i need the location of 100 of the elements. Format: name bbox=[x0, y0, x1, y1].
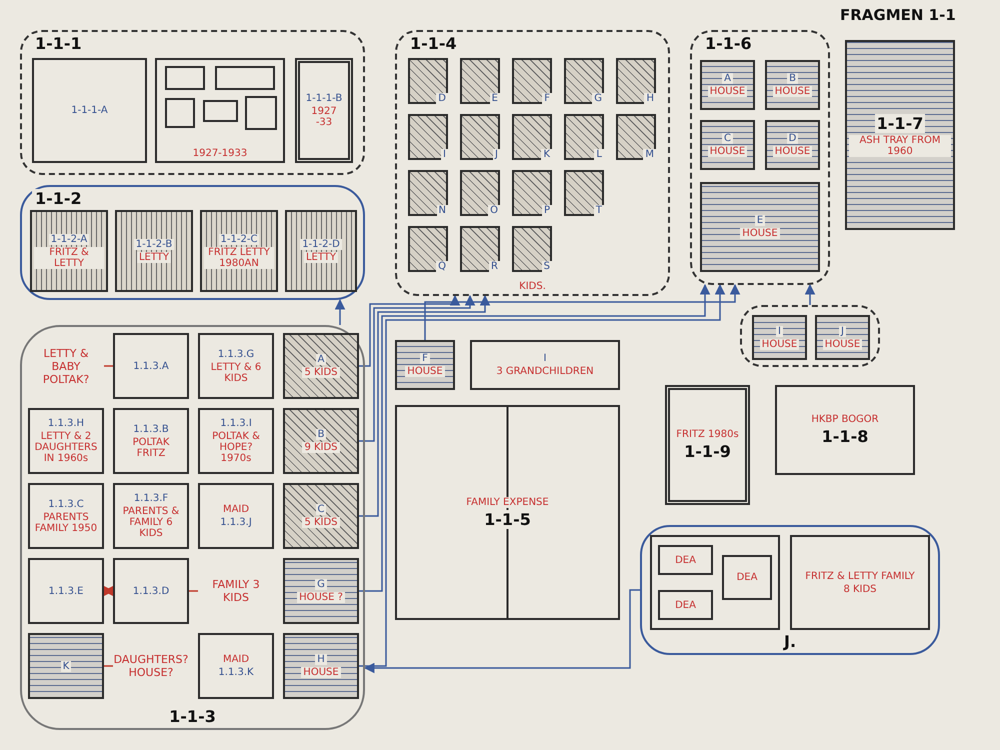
lined-plot-box bbox=[815, 315, 870, 360]
plot-note: HOUSE bbox=[740, 228, 780, 239]
leader-line bbox=[104, 665, 113, 667]
dashed-zone-outline bbox=[740, 305, 880, 367]
plot-code: O bbox=[488, 205, 500, 216]
plot-code: T bbox=[594, 205, 604, 216]
plot-code: R bbox=[489, 261, 500, 272]
empty-plot-box bbox=[215, 66, 275, 90]
plot-code: J bbox=[493, 149, 500, 160]
lined-plot-box bbox=[845, 40, 955, 230]
empty-plot-box bbox=[650, 535, 780, 630]
lined-plot-box bbox=[28, 633, 104, 699]
hatched-plot-box bbox=[408, 226, 448, 272]
plot-note: 5 KIDS bbox=[302, 367, 340, 378]
plot-code: G bbox=[592, 93, 604, 104]
hatched-plot-box bbox=[408, 170, 448, 216]
arrow bbox=[359, 284, 710, 592]
hatched-plot-box bbox=[283, 483, 359, 549]
lined-plot-box bbox=[752, 315, 807, 360]
empty-plot-box bbox=[203, 100, 238, 122]
plot-box bbox=[155, 58, 285, 163]
plot-box bbox=[775, 385, 915, 475]
plot-note: HOUSE bbox=[772, 86, 812, 97]
plot-title: 1-1-7 bbox=[874, 114, 926, 132]
plot-note: MAID bbox=[220, 504, 252, 515]
hatched-plot-box bbox=[460, 170, 500, 216]
plot-code: 1-1-1-A bbox=[69, 105, 110, 116]
hatched-plot-box bbox=[460, 58, 500, 104]
plot-code: 1.1.3.A bbox=[131, 360, 171, 372]
plot-note: DEA bbox=[673, 554, 698, 566]
plot-box bbox=[113, 558, 189, 624]
plot-code: L bbox=[594, 149, 604, 160]
plot-code: 1.1.3.D bbox=[130, 586, 172, 596]
plot-box bbox=[790, 535, 930, 630]
hatched-plot-box bbox=[616, 58, 656, 104]
striped-plot-box bbox=[285, 210, 357, 292]
plot-code: I bbox=[776, 326, 783, 336]
empty-plot-box bbox=[165, 98, 195, 128]
plot-note: DEA bbox=[734, 572, 760, 583]
plot-note: 3 GRANDCHILDREN bbox=[494, 366, 596, 377]
plot-code: I bbox=[542, 353, 548, 364]
hatched-plot-box bbox=[460, 114, 500, 160]
plot-box bbox=[28, 408, 104, 474]
plot-code: J bbox=[839, 326, 846, 336]
hatched-plot-box bbox=[283, 408, 359, 474]
plot-code: E bbox=[754, 215, 766, 226]
plot-note: FRITZ 1980s bbox=[674, 429, 741, 440]
plot-code: 1-1-2-B bbox=[134, 239, 174, 250]
plot-code: D bbox=[786, 133, 798, 144]
plot-code: A bbox=[722, 73, 733, 84]
plot-code: H bbox=[644, 93, 656, 104]
lined-plot-box bbox=[283, 633, 359, 699]
plot-note: HOUSE bbox=[822, 338, 862, 350]
hatched-plot-box bbox=[564, 58, 604, 104]
zone-outline bbox=[20, 325, 365, 730]
plot-note: FRITZ & LETTY FAMILY bbox=[803, 570, 917, 582]
handwritten-note: FAMILY 3 KIDS bbox=[198, 558, 274, 624]
plot-note: HKBP BOGOR bbox=[809, 414, 881, 425]
plot-code: F bbox=[420, 353, 430, 364]
plot-box bbox=[113, 333, 189, 399]
empty-plot-box bbox=[245, 96, 277, 130]
arrow bbox=[359, 294, 460, 367]
arrow bbox=[804, 284, 816, 305]
double-framed-box bbox=[295, 58, 353, 163]
plot-box bbox=[470, 340, 620, 390]
plot-box bbox=[28, 483, 104, 549]
plot-note: FAMILY EXPENSE bbox=[464, 496, 551, 508]
plot-code: 1.1.3.I bbox=[218, 418, 254, 429]
arrow bbox=[359, 294, 476, 442]
arrow bbox=[359, 294, 490, 517]
plot-code: I bbox=[441, 149, 448, 160]
plot-code: D bbox=[436, 93, 448, 104]
plot-note: MAID bbox=[220, 654, 252, 665]
page-title: FRAGMEN 1-1 bbox=[840, 6, 956, 24]
plot-box bbox=[32, 58, 147, 163]
striped-plot-box bbox=[30, 210, 108, 292]
lined-plot-box bbox=[765, 60, 820, 110]
lined-plot-box bbox=[700, 60, 755, 110]
plot-box bbox=[113, 408, 189, 474]
plot-code: E bbox=[490, 93, 500, 104]
dashed-zone-outline bbox=[690, 30, 830, 285]
plot-code: G bbox=[315, 579, 327, 590]
plot-code: 1.1.3.J bbox=[218, 517, 254, 528]
plot-code: 1.1.3.K bbox=[216, 667, 256, 678]
split-plot-box bbox=[395, 405, 620, 620]
hatched-plot-box bbox=[564, 170, 604, 216]
plot-code: C bbox=[316, 504, 326, 515]
double-framed-box bbox=[665, 385, 750, 505]
plot-code: M bbox=[643, 149, 656, 160]
plot-code: B bbox=[787, 73, 798, 84]
plot-note: HOUSE bbox=[708, 86, 748, 97]
dashed-zone-outline bbox=[20, 30, 365, 175]
leader-line bbox=[104, 365, 113, 367]
plot-code: Q bbox=[436, 261, 448, 272]
hatched-plot-box bbox=[408, 114, 448, 160]
hatched-plot-box bbox=[512, 114, 552, 160]
empty-plot-box bbox=[165, 66, 205, 90]
plot-code: C bbox=[722, 133, 733, 144]
plot-code: K bbox=[541, 149, 552, 160]
plot-box bbox=[198, 483, 274, 549]
